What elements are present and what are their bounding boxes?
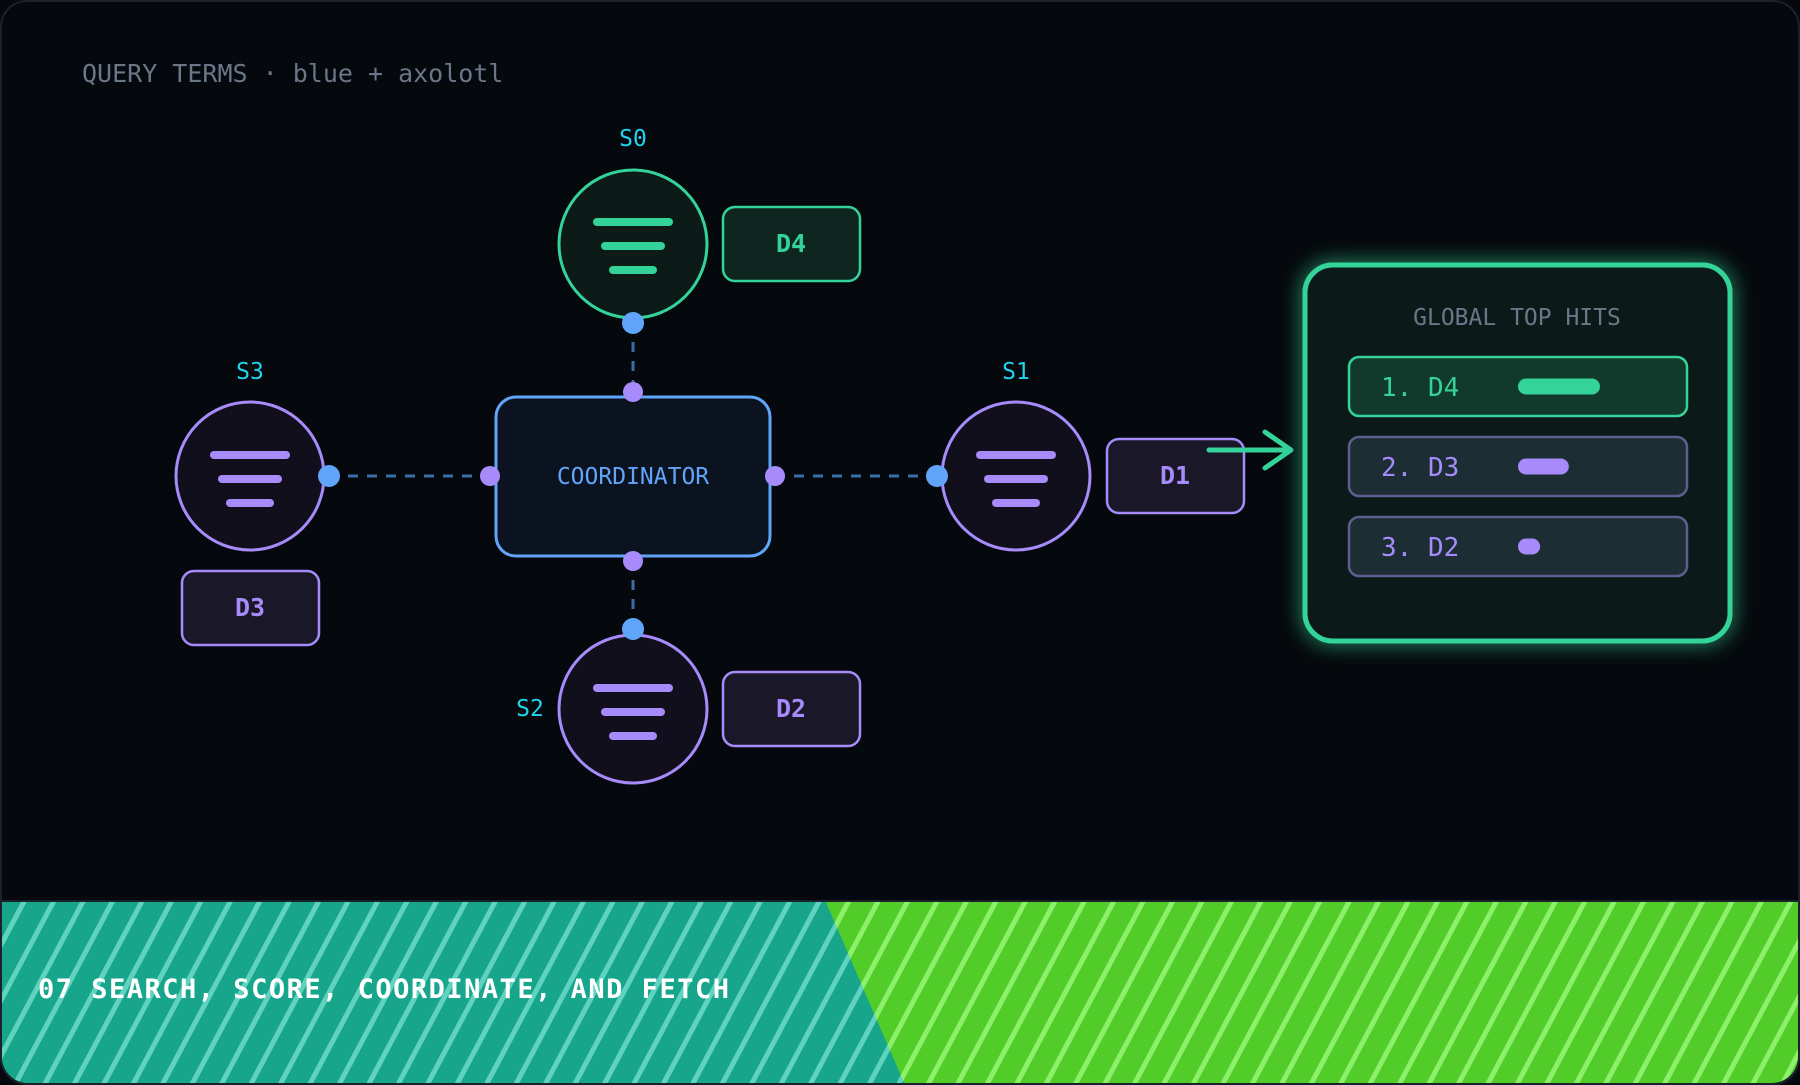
coordinator-port-left [480, 466, 500, 486]
coordinator-node: COORDINATOR [480, 382, 785, 571]
shard-port-s1 [926, 465, 948, 487]
filter-icon [593, 218, 673, 274]
hit-label: 3. D2 [1381, 533, 1459, 563]
filter-icon [593, 684, 673, 740]
top-hits-title: GLOBAL TOP HITS [1413, 305, 1621, 331]
doc-card-s2 [721, 670, 862, 748]
shard-s0: S0 D4 [557, 126, 862, 334]
doc-label-s2: D2 [776, 694, 806, 723]
coordinator-port-bottom [623, 551, 643, 571]
hit-row: 2. D3 [1347, 435, 1689, 498]
doc-card-s3 [180, 569, 321, 647]
coordinator-port-right [765, 466, 785, 486]
hit-score-bar [1518, 458, 1569, 475]
hit-row: 3. D2 [1347, 515, 1689, 578]
shard-label-s2: S2 [516, 696, 544, 722]
filter-icon [976, 451, 1056, 507]
shard-label-s0: S0 [619, 126, 647, 152]
shard-label-s3: S3 [236, 359, 264, 385]
filter-icon [210, 451, 290, 507]
hit-score-bar [1518, 378, 1600, 395]
query-terms: QUERY TERMS · blue + axolotl [82, 59, 503, 88]
connectors [329, 323, 937, 629]
doc-card-s0 [721, 205, 862, 283]
doc-label-s1: D1 [1160, 461, 1190, 490]
footer-bar [2, 900, 1798, 1083]
shard-s1: S1 D1 [926, 359, 1246, 552]
doc-label-s0: D4 [776, 229, 806, 258]
hit-score-bar [1518, 538, 1541, 555]
top-hits-list: 1. D4 2. D3 3. D2 [1347, 355, 1689, 578]
hit-row: 1. D4 [1347, 355, 1689, 418]
coordinator-label: COORDINATOR [557, 464, 709, 490]
doc-label-s3: D3 [235, 593, 265, 622]
shard-port-s2 [622, 618, 644, 640]
hit-label: 2. D3 [1381, 453, 1459, 483]
shard-port-s0 [622, 312, 644, 334]
arrow-right-icon [1206, 429, 1294, 471]
shard-label-s1: S1 [1002, 359, 1030, 385]
shard-s3: S3 D3 [174, 359, 340, 647]
top-hits-panel: GLOBAL TOP HITS 1. D4 2. D3 3. D2 [1302, 262, 1733, 644]
footer-title: 07 SEARCH, SCORE, COORDINATE, AND FETCH [38, 974, 730, 1005]
shard-s2: S2 D2 [516, 618, 862, 785]
shard-port-s3 [318, 465, 340, 487]
hit-label: 1. D4 [1381, 373, 1459, 403]
coordinator-port-top [623, 382, 643, 402]
doc-card-s1 [1105, 437, 1246, 515]
